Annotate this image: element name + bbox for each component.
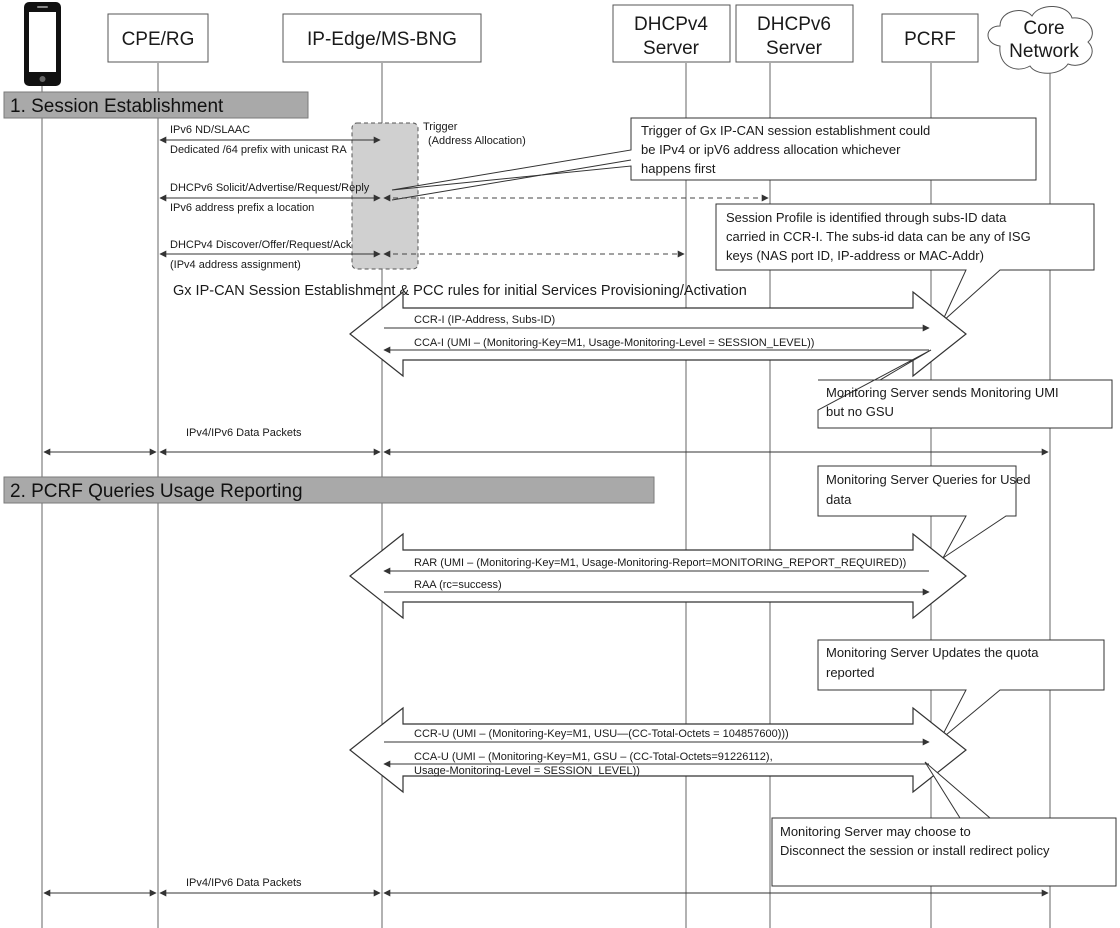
msg-dhcp4-label-2: (IPv4 address assignment): [170, 259, 301, 271]
note-queries-callout: [817, 465, 1017, 559]
quota-update-big-arrow: [349, 706, 967, 794]
entity-core-label-1: Core: [1023, 18, 1064, 39]
note-trigger-gx-line-2: be IPv4 or ipV6 address allocation which…: [641, 142, 901, 157]
msg-dhcp4-label-1: DHCPv4 Discover/Offer/Request/Ack: [170, 239, 352, 251]
entity-ipedge-label: IP-Edge/MS-BNG: [307, 29, 457, 50]
note-disconnect-line-1: Monitoring Server may choose to: [780, 824, 971, 839]
msg-dhcp6-label-2: IPv6 address prefix a location: [170, 202, 314, 214]
note-updates-line-1: Monitoring Server Updates the quota: [826, 645, 1039, 660]
msg-raa-label: RAA (rc=success): [414, 579, 502, 591]
note-trigger-gx-line-3: happens first: [641, 161, 716, 176]
cloud-icon: [987, 6, 1093, 74]
note-profile-line-3: keys (NAS port ID, IP-address or MAC-Add…: [726, 248, 984, 263]
msg-ccru-label: CCR-U (UMI – (Monitoring-Key=M1, USU—(CC…: [414, 728, 789, 740]
trigger-label-2: (Address Allocation): [428, 135, 526, 147]
note-umi-callout: [817, 349, 1113, 429]
section-2-bar: [3, 476, 655, 504]
note-profile-line-2: carried in CCR-I. The subs-id data can b…: [726, 229, 1031, 244]
note-trigger-gx-pointer-2: [391, 159, 632, 201]
entity-cpe-box: [107, 13, 209, 63]
entity-dhcpv6-label-1: DHCPv6: [757, 14, 831, 35]
msg-ccau-label-1: CCA-U (UMI – (Monitoring-Key=M1, GSU – (…: [414, 751, 773, 763]
trigger-label-1: Trigger: [423, 121, 458, 133]
msg-nd-label-1: IPv6 ND/SLAAC: [170, 124, 250, 136]
msg-ccau-label-2: Usage-Monitoring-Level = SESSION_LEVEL)): [414, 765, 640, 777]
entity-pcrf-label: PCRF: [904, 29, 956, 50]
data-packets-1-label: IPv4/IPv6 Data Packets: [186, 427, 302, 439]
note-umi-line-1: Monitoring Server sends Monitoring UMI: [826, 385, 1059, 400]
entity-dhcpv6-label-2: Server: [766, 38, 823, 59]
entity-core-label-2: Network: [1009, 41, 1079, 62]
note-disconnect-callout: [771, 761, 1117, 887]
entity-pcrf-box: [881, 13, 979, 63]
note-trigger-gx-callout: [391, 117, 1037, 191]
usage-report-big-arrow: [349, 532, 967, 620]
trigger-box: [351, 122, 419, 270]
msg-rar-label: RAR (UMI – (Monitoring-Key=M1, Usage-Mon…: [414, 557, 906, 569]
section-1-bar: [3, 91, 309, 119]
note-disconnect-line-2: Disconnect the session or install redire…: [780, 843, 1050, 858]
gx-session-title: Gx IP-CAN Session Establishment & PCC ru…: [173, 283, 747, 299]
entity-cpe-label: CPE/RG: [122, 29, 195, 50]
note-queries-line-1: Monitoring Server Queries for Used: [826, 472, 1030, 487]
entity-dhcpv4-label-1: DHCPv4: [634, 14, 708, 35]
msg-nd-label-2: Dedicated /64 prefix with unicast RA: [170, 144, 347, 156]
note-updates-callout: [817, 639, 1105, 741]
entity-dhcpv4-box: [612, 4, 731, 63]
entity-ipedge-box: [282, 13, 482, 63]
section-1-title: 1. Session Establishment: [10, 96, 224, 117]
note-updates-line-2: reported: [826, 665, 874, 680]
note-queries-line-2: data: [826, 492, 852, 507]
msg-ccai-label: CCA-I (UMI – (Monitoring-Key=M1, Usage-M…: [414, 337, 814, 349]
entity-dhcpv6-box: [735, 4, 854, 63]
note-umi-line-2: but no GSU: [826, 404, 894, 419]
entity-dhcpv4-label-2: Server: [643, 38, 700, 59]
note-profile-line-1: Session Profile is identified through su…: [726, 210, 1007, 225]
msg-dhcp6-label-1: DHCPv6 Solicit/Advertise/Request/Reply: [170, 182, 370, 194]
data-packets-2-label: IPv4/IPv6 Data Packets: [186, 877, 302, 889]
gx-session-big-arrow: [349, 290, 967, 378]
msg-ccri-label: CCR-I (IP-Address, Subs-ID): [414, 314, 555, 326]
section-2-title: 2. PCRF Queries Usage Reporting: [10, 481, 303, 502]
note-profile-callout: [715, 203, 1095, 323]
note-trigger-gx-line-1: Trigger of Gx IP-CAN session establishme…: [641, 123, 930, 138]
device-phone-icon: [24, 2, 61, 86]
